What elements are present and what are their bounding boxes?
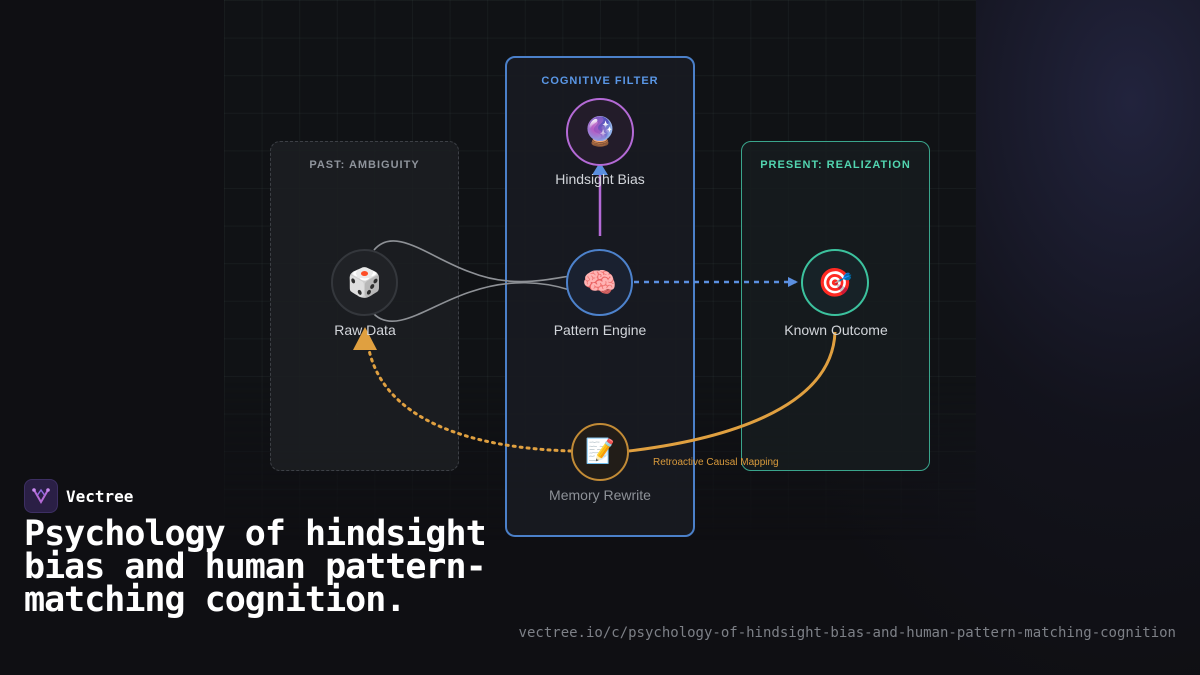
node-raw-data: 🎲 bbox=[331, 249, 398, 316]
vectree-logo-icon bbox=[24, 479, 58, 513]
panel-filter-title: COGNITIVE FILTER bbox=[541, 75, 659, 87]
crystal-ball-icon: 🔮 bbox=[582, 116, 618, 147]
node-pattern-engine: 🧠 bbox=[566, 249, 633, 316]
brain-icon: 🧠 bbox=[582, 266, 617, 298]
memory-to-raw-dotted bbox=[367, 348, 573, 453]
panel-present-title: PRESENT: REALIZATION bbox=[760, 159, 911, 171]
brand-name: Vectree bbox=[66, 486, 134, 506]
node-known-outcome-label: Known Outcome bbox=[784, 322, 888, 338]
node-hindsight-bias: 🔮 bbox=[566, 98, 634, 166]
raw-data-arrowhead bbox=[353, 327, 377, 350]
node-pattern-engine-label: Pattern Engine bbox=[553, 322, 647, 338]
bias-arrowhead bbox=[592, 162, 608, 175]
panel-past bbox=[270, 141, 459, 471]
node-raw-data-label: Raw Data bbox=[334, 322, 396, 338]
node-hindsight-bias-label: Hindsight Bias bbox=[555, 171, 645, 187]
page-title: Psychology of hindsight bias and human p… bbox=[24, 514, 487, 620]
node-memory-rewrite-label: Memory Rewrite bbox=[549, 487, 651, 503]
memo-icon: 📝 bbox=[585, 438, 615, 465]
retroactive-mapping-label: Retroactive Causal Mapping bbox=[653, 457, 779, 468]
target-icon: 🎯 bbox=[817, 266, 853, 298]
outcome-to-memory-link bbox=[628, 331, 837, 453]
node-known-outcome: 🎯 bbox=[801, 249, 869, 316]
node-memory-rewrite: 📝 bbox=[571, 423, 629, 481]
dice-icon: 🎲 bbox=[347, 266, 382, 298]
tangle-link-upper bbox=[373, 240, 571, 283]
page-url[interactable]: vectree.io/c/psychology-of-hindsight-bia… bbox=[518, 625, 1176, 641]
tangle-link-lower bbox=[373, 281, 571, 322]
brand[interactable]: Vectree bbox=[24, 479, 133, 513]
panel-past-title: PAST: AMBIGUITY bbox=[309, 159, 420, 171]
